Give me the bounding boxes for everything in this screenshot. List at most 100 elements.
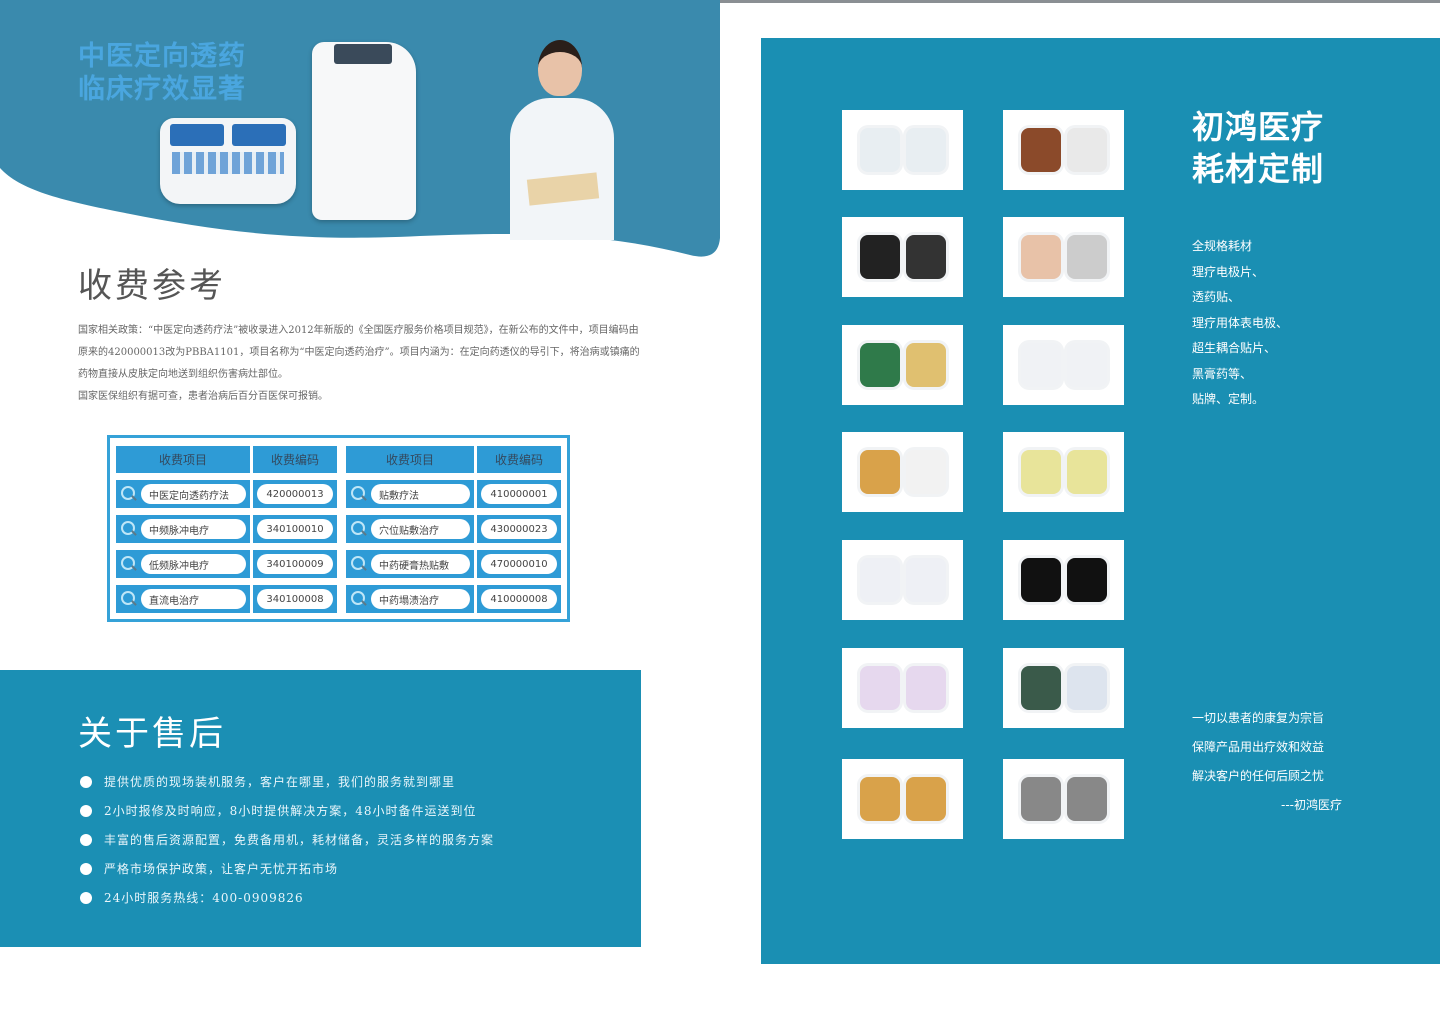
product-image <box>1003 325 1124 405</box>
table-cell: 中医定向透药疗法 <box>116 480 250 508</box>
table-header: 收费编码 <box>477 446 561 473</box>
slogan-line-2: 临床疗效显著 <box>78 74 246 105</box>
table-cell: 直流电治疗 <box>116 585 250 613</box>
table-cell: 340100010 <box>253 515 337 543</box>
product-image <box>842 432 963 512</box>
product-shape <box>1021 343 1061 387</box>
fee-code: 340100008 <box>257 589 333 609</box>
motto-line: 保障产品用出疗效和效益 <box>1192 740 1325 754</box>
consumables-panel: 初鸿医疗 耗材定制 全规格耗材理疗电极片、透药贴、理疗用体表电极、超生耦合贴片、… <box>761 38 1440 964</box>
material-item: 透药贴、 <box>1192 290 1241 304</box>
product-image <box>1003 217 1124 297</box>
product-shape <box>1067 450 1107 494</box>
product-image <box>1003 648 1124 728</box>
product-shape <box>1021 666 1061 710</box>
product-image <box>842 325 963 405</box>
fee-code: 340100009 <box>257 554 333 574</box>
product-shape <box>1067 235 1107 279</box>
product-shape <box>906 450 946 494</box>
after-sales-text: 严格市场保护政策，让客户无忧开拓市场 <box>104 862 339 876</box>
after-sales-section: 关于售后 提供优质的现场装机服务，客户在哪里，我们的服务就到哪里 2小时报修及时响… <box>0 670 641 947</box>
table-cell: 420000013 <box>253 480 337 508</box>
product-image <box>842 648 963 728</box>
product-shape <box>860 128 900 172</box>
product-shape <box>1067 777 1107 821</box>
material-item: 贴牌、定制。 <box>1192 392 1265 406</box>
device-image-cabinet <box>312 42 416 220</box>
motto-line: 解决客户的任何后顾之忧 <box>1192 769 1325 783</box>
table-cell: 430000023 <box>477 515 561 543</box>
product-shape <box>906 235 946 279</box>
brand-line-2: 耗材定制 <box>1192 150 1325 188</box>
after-sales-text: 提供优质的现场装机服务，客户在哪里，我们的服务就到哪里 <box>104 775 456 789</box>
material-item: 黑膏药等、 <box>1192 366 1253 381</box>
product-shape <box>1067 558 1107 602</box>
search-icon <box>120 555 138 573</box>
search-icon <box>350 485 368 503</box>
after-sales-title: 关于售后 <box>78 714 226 754</box>
product-shape <box>1021 235 1061 279</box>
fee-item: 贴敷疗法 <box>371 484 470 504</box>
after-sales-text: 24小时服务热线：400-0909826 <box>104 891 304 905</box>
brand-line-1: 初鸿医疗 <box>1192 108 1325 146</box>
table-cell: 340100009 <box>253 550 337 578</box>
product-shape <box>1067 343 1107 387</box>
policy-text: 国家相关政策：“中医定向透药疗法”被收录进入2012年新版的《全国医疗服务价格项… <box>78 320 648 408</box>
after-sales-item: 丰富的售后资源配置，免费备用机，耗材储备，灵活多样的服务方案 <box>80 825 494 854</box>
after-sales-text: 丰富的售后资源配置，免费备用机，耗材储备，灵活多样的服务方案 <box>104 833 495 847</box>
product-shape <box>1021 450 1061 494</box>
product-image <box>842 759 963 839</box>
bullet-icon <box>80 775 92 788</box>
product-shape <box>860 777 900 821</box>
fee-code: 410000001 <box>481 484 557 504</box>
product-shape <box>860 343 900 387</box>
fee-item: 中药硬膏热贴敷 <box>371 554 470 574</box>
after-sales-item: 2小时报修及时响应，8小时提供解决方案，48小时备件运送到位 <box>80 796 494 825</box>
table-cell: 470000010 <box>477 550 561 578</box>
search-icon <box>120 590 138 608</box>
fee-code: 470000010 <box>481 554 557 574</box>
product-image <box>1003 759 1124 839</box>
product-shape <box>860 450 900 494</box>
product-image <box>1003 540 1124 620</box>
materials-list: 全规格耗材理疗电极片、透药贴、理疗用体表电极、超生耦合贴片、黑膏药等、贴牌、定制… <box>1192 234 1288 413</box>
table-cell: 410000001 <box>477 480 561 508</box>
table-cell: 中药塌渍治疗 <box>346 585 474 613</box>
slogan-line-1: 中医定向透药 <box>78 41 246 72</box>
motto-signature: ---初鸿医疗 <box>1281 798 1342 812</box>
product-image <box>1003 110 1124 190</box>
product-shape <box>1021 128 1061 172</box>
product-shape <box>1067 666 1107 710</box>
fee-item: 中药塌渍治疗 <box>371 589 470 609</box>
product-shape <box>906 128 946 172</box>
table-header: 收费编码 <box>253 446 337 473</box>
fee-item: 中频脉冲电疗 <box>141 519 246 539</box>
fee-code: 430000023 <box>481 519 557 539</box>
table-cell: 穴位贴敷治疗 <box>346 515 474 543</box>
search-icon <box>350 590 368 608</box>
motto: 一切以患者的康复为宗旨 保障产品用出疗效和效益 解决客户的任何后顾之忧 ---初… <box>1192 704 1342 820</box>
material-item: 理疗电极片、 <box>1192 264 1265 279</box>
search-icon <box>350 520 368 538</box>
bullet-icon <box>80 891 92 904</box>
fee-item: 直流电治疗 <box>141 589 246 609</box>
banner-slogan: 中医定向透药 临床疗效显著 <box>78 40 246 106</box>
product-shape <box>860 235 900 279</box>
product-image <box>842 217 963 297</box>
policy-paragraph: 国家医保组织有据可查，患者治病后百分百医保可报销。 <box>78 391 328 402</box>
material-item: 超生耦合贴片、 <box>1192 341 1277 355</box>
product-shape <box>906 558 946 602</box>
doctor-image <box>500 40 620 240</box>
material-item: 全规格耗材 <box>1192 239 1253 253</box>
bullet-icon <box>80 862 92 875</box>
after-sales-item: 24小时服务热线：400-0909826 <box>80 883 494 912</box>
search-icon <box>120 485 138 503</box>
product-image <box>842 110 963 190</box>
product-image <box>842 540 963 620</box>
product-shape <box>1021 558 1061 602</box>
bullet-icon <box>80 804 92 817</box>
after-sales-text: 2小时报修及时响应，8小时提供解决方案，48小时备件运送到位 <box>104 804 477 818</box>
motto-line: 一切以患者的康复为宗旨 <box>1192 711 1325 725</box>
search-icon <box>120 520 138 538</box>
brand-title: 初鸿医疗 耗材定制 <box>1192 106 1324 190</box>
